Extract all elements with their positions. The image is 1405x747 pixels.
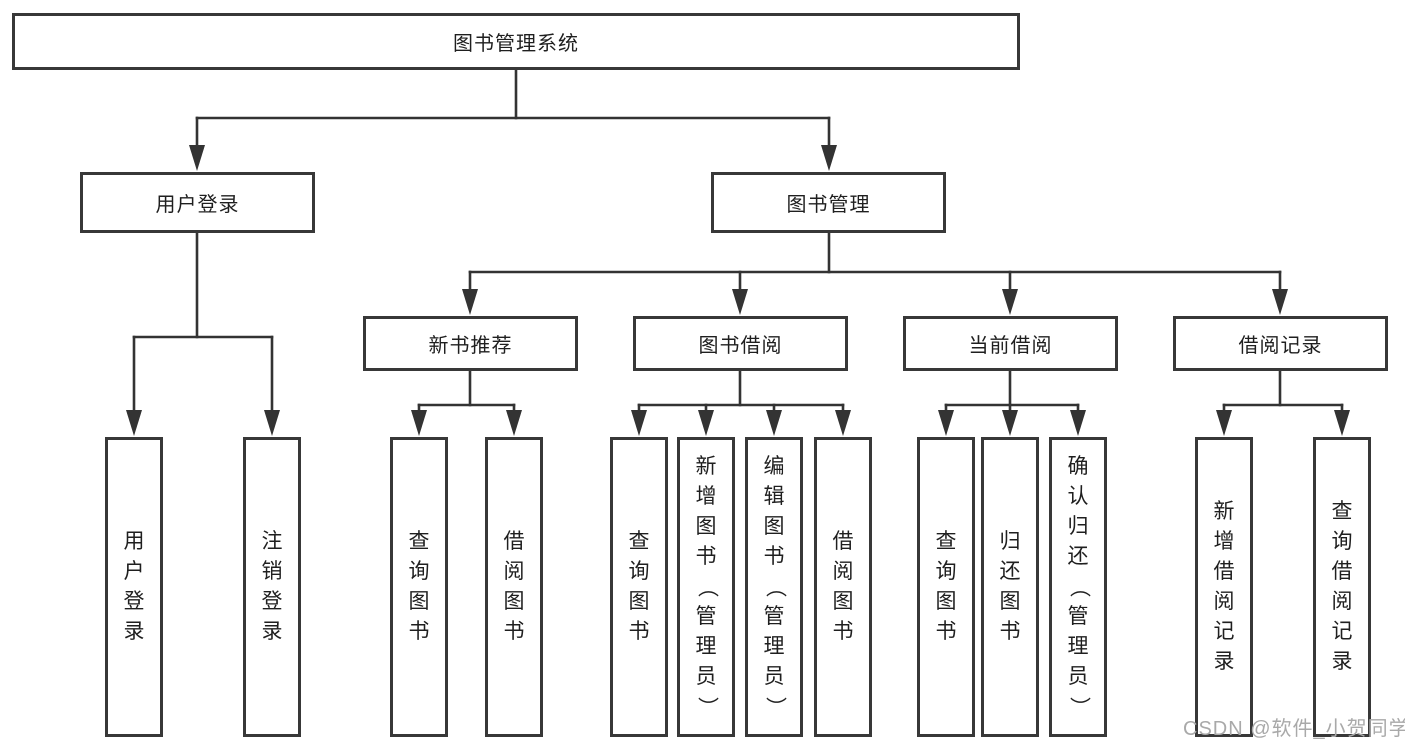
node-borrowing-records-label: 借阅记录 [1238, 335, 1323, 357]
leaf-user-login: 用户登录 [105, 437, 163, 737]
leaf-query-books-borrowing: 查询图书 [610, 437, 668, 737]
node-book-borrowing-label: 图书借阅 [698, 335, 783, 357]
node-user-login-label: 用户登录 [155, 194, 240, 216]
leaf-add-book-admin: 新增图书（管理员） [677, 437, 735, 737]
leaf-borrow-books-recommend-label: 借阅图书 [503, 530, 525, 643]
node-book-management: 图书管理 [711, 172, 946, 233]
leaf-borrow-books-recommend: 借阅图书 [485, 437, 543, 737]
leaf-logout: 注销登录 [243, 437, 301, 737]
leaf-logout-label: 注销登录 [261, 530, 283, 643]
csdn-watermark: CSDN @软件_小贺同学 [1183, 718, 1405, 740]
node-user-login: 用户登录 [80, 172, 315, 233]
leaf-query-borrow-record-label: 查询借阅记录 [1331, 500, 1353, 673]
leaf-add-book-admin-label: 新增图书（管理员） [695, 455, 718, 718]
leaf-query-borrow-record: 查询借阅记录 [1313, 437, 1371, 737]
leaf-borrow-books-borrowing: 借阅图书 [814, 437, 872, 737]
node-current-borrowing-label: 当前借阅 [968, 335, 1053, 357]
leaf-add-borrow-record: 新增借阅记录 [1195, 437, 1253, 737]
leaf-return-book-label: 归还图书 [999, 530, 1021, 643]
node-new-book-recommend-label: 新书推荐 [428, 335, 513, 357]
leaf-add-borrow-record-label: 新增借阅记录 [1213, 500, 1235, 673]
leaf-confirm-return-admin-label: 确认归还（管理员） [1067, 455, 1090, 718]
leaf-borrow-books-borrowing-label: 借阅图书 [832, 530, 854, 643]
node-current-borrowing: 当前借阅 [903, 316, 1118, 371]
node-borrowing-records: 借阅记录 [1173, 316, 1388, 371]
node-library-system: 图书管理系统 [12, 13, 1020, 70]
node-library-system-label: 图书管理系统 [453, 33, 579, 55]
leaf-query-books-borrowing-label: 查询图书 [628, 530, 650, 643]
leaf-query-books-current-label: 查询图书 [935, 530, 957, 643]
node-book-borrowing: 图书借阅 [633, 316, 848, 371]
leaf-query-books-current: 查询图书 [917, 437, 975, 737]
leaf-edit-book-admin-label: 编辑图书（管理员） [763, 455, 786, 718]
node-new-book-recommend: 新书推荐 [363, 316, 578, 371]
leaf-query-books-recommend-label: 查询图书 [408, 530, 430, 643]
leaf-user-login-label: 用户登录 [123, 530, 145, 643]
leaf-confirm-return-admin: 确认归还（管理员） [1049, 437, 1107, 737]
leaf-return-book: 归还图书 [981, 437, 1039, 737]
node-book-management-label: 图书管理 [786, 194, 871, 216]
leaf-edit-book-admin: 编辑图书（管理员） [745, 437, 803, 737]
leaf-query-books-recommend: 查询图书 [390, 437, 448, 737]
